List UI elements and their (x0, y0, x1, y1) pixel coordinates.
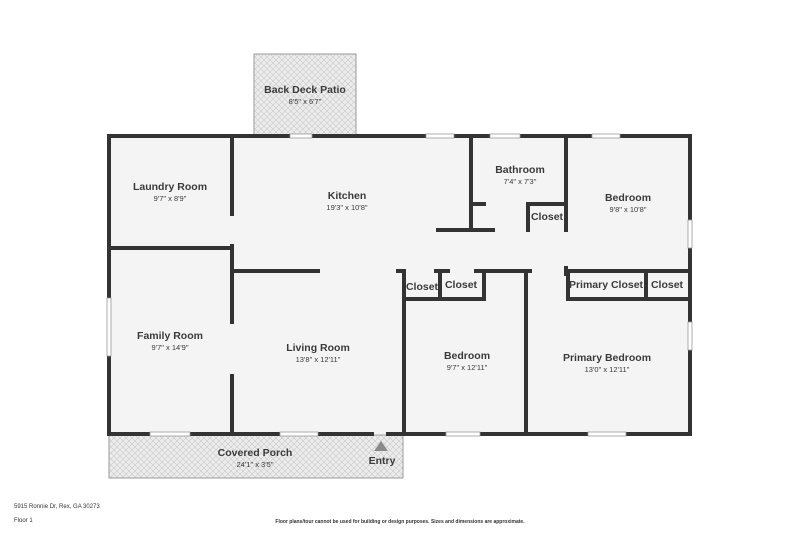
windows (106, 133, 693, 437)
primary-bedroom-name: Primary Bedroom (563, 352, 651, 364)
porch-name: Covered Porch (218, 447, 293, 459)
laundry-name: Laundry Room (133, 181, 207, 193)
primary-closet-name: Primary Closet (569, 279, 644, 291)
closet-c-name: Closet (651, 279, 684, 291)
bedroom-s-name: Bedroom (444, 350, 490, 362)
primary-bedroom-dim: 13'0" x 12'11" (585, 365, 630, 374)
closet-a-name: Closet (406, 281, 439, 293)
kitchen-dim: 19'3" x 10'8" (326, 203, 367, 212)
closet-bath-name: Closet (531, 211, 564, 223)
house-floor (109, 136, 690, 434)
family-dim: 9'7" x 14'9" (152, 343, 189, 352)
living-dim: 13'8" x 12'11" (296, 355, 341, 364)
bedroom-ne-dim: 9'8" x 10'8" (610, 205, 647, 214)
disclaimer-text: Floor plans/tour cannot be used for buil… (275, 519, 525, 525)
porch-dim: 24'1" x 3'5" (237, 460, 274, 469)
interior-walls (109, 136, 690, 434)
family-name: Family Room (137, 330, 203, 342)
back-deck-patio (253, 53, 357, 137)
covered-porch (108, 434, 404, 479)
bathroom-name: Bathroom (495, 164, 545, 176)
living-name: Living Room (286, 342, 350, 354)
back-deck-name: Back Deck Patio (264, 84, 346, 96)
floor-label: Floor 1 (14, 518, 33, 524)
bedroom-s-dim: 9'7" x 12'11" (447, 363, 488, 372)
back-deck-dim: 8'5" x 6'7" (289, 97, 322, 106)
bathroom-dim: 7'4" x 7'3" (504, 177, 537, 186)
entry-name: Entry (369, 455, 396, 467)
closet-b-name: Closet (445, 279, 478, 291)
entry-arrow-icon (374, 441, 388, 451)
laundry-dim: 9'7" x 8'9" (154, 194, 187, 203)
bedroom-ne-name: Bedroom (605, 192, 651, 204)
address-text: 5915 Ronnie Dr, Rex, GA 30273 (14, 504, 100, 510)
kitchen-name: Kitchen (328, 190, 367, 202)
